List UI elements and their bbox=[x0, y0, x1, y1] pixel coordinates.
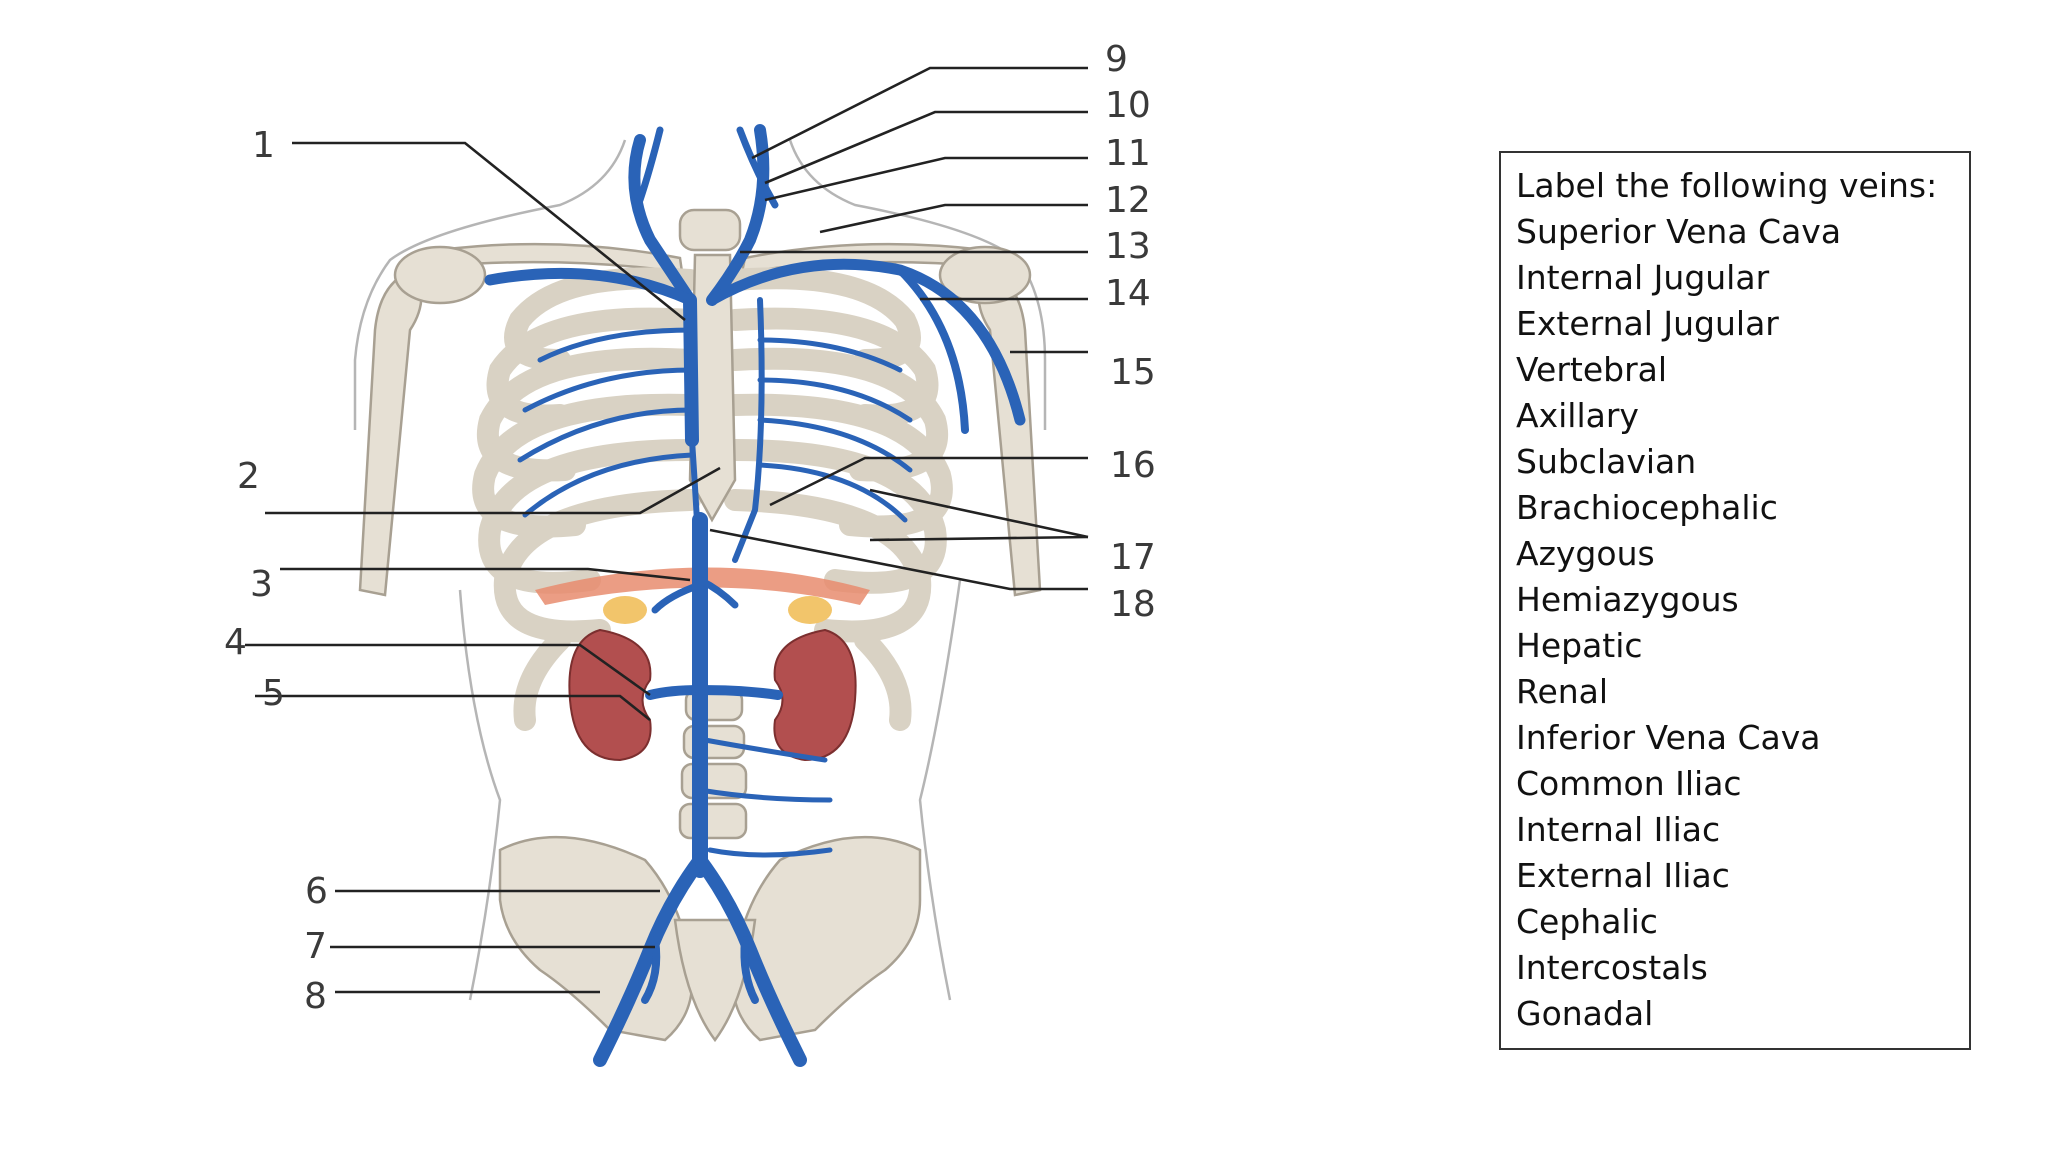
word-bank-item: Vertebral bbox=[1516, 350, 1668, 389]
word-bank-item: Renal bbox=[1516, 672, 1609, 711]
word-bank: Label the following veins: Superior Vena… bbox=[1499, 151, 1971, 1050]
number-labels: 1 2 3 4 5 6 7 8 9 10 11 12 13 14 15 16 1… bbox=[224, 39, 1156, 1017]
veins bbox=[484, 124, 1026, 1067]
label-14: 14 bbox=[1105, 273, 1151, 314]
label-11: 11 bbox=[1105, 133, 1151, 174]
word-bank-item: Subclavian bbox=[1516, 442, 1697, 481]
left-kidney bbox=[773, 628, 857, 762]
label-9: 9 bbox=[1105, 39, 1128, 80]
word-bank-item: Brachiocephalic bbox=[1516, 488, 1778, 527]
label-5: 5 bbox=[262, 673, 285, 714]
label-1: 1 bbox=[252, 125, 275, 166]
word-bank-item: Internal Jugular bbox=[1516, 258, 1770, 297]
leader-lines bbox=[245, 66, 1089, 994]
left-adrenal bbox=[788, 596, 832, 624]
spine bbox=[678, 208, 748, 840]
label-8: 8 bbox=[304, 976, 327, 1017]
word-bank-item: Inferior Vena Cava bbox=[1516, 718, 1821, 757]
label-7: 7 bbox=[304, 926, 327, 967]
label-6: 6 bbox=[305, 871, 328, 912]
word-bank-heading: Label the following veins: bbox=[1516, 166, 1938, 205]
label-13: 13 bbox=[1105, 226, 1151, 267]
word-bank-item: Cephalic bbox=[1516, 902, 1658, 941]
pelvis bbox=[498, 835, 694, 1042]
label-2: 2 bbox=[237, 456, 260, 497]
word-bank-item: Hepatic bbox=[1516, 626, 1643, 665]
right-adrenal bbox=[603, 596, 647, 624]
label-10: 10 bbox=[1105, 85, 1151, 126]
label-15: 15 bbox=[1110, 352, 1156, 393]
left-humerus bbox=[977, 268, 1042, 597]
rib-cage bbox=[472, 267, 953, 731]
label-12: 12 bbox=[1105, 180, 1151, 221]
right-humerus bbox=[358, 268, 423, 597]
label-4: 4 bbox=[224, 622, 247, 663]
organs bbox=[535, 567, 870, 762]
word-bank-item: External Iliac bbox=[1516, 856, 1730, 895]
word-bank-item: External Jugular bbox=[1516, 304, 1779, 343]
body-outline bbox=[353, 139, 1047, 1001]
word-bank-item: Internal Iliac bbox=[1516, 810, 1721, 849]
label-3: 3 bbox=[250, 564, 273, 605]
label-16: 16 bbox=[1110, 445, 1156, 486]
word-bank-item: Axillary bbox=[1516, 396, 1639, 435]
word-bank-item: Gonadal bbox=[1516, 994, 1654, 1033]
word-bank-item: Azygous bbox=[1516, 534, 1655, 573]
word-bank-item: Hemiazygous bbox=[1516, 580, 1739, 619]
word-bank-item: Superior Vena Cava bbox=[1516, 212, 1842, 251]
label-18: 18 bbox=[1110, 584, 1156, 625]
word-bank-item: Common Iliac bbox=[1516, 764, 1742, 803]
label-17: 17 bbox=[1110, 537, 1156, 578]
word-bank-item: Intercostals bbox=[1516, 948, 1708, 987]
